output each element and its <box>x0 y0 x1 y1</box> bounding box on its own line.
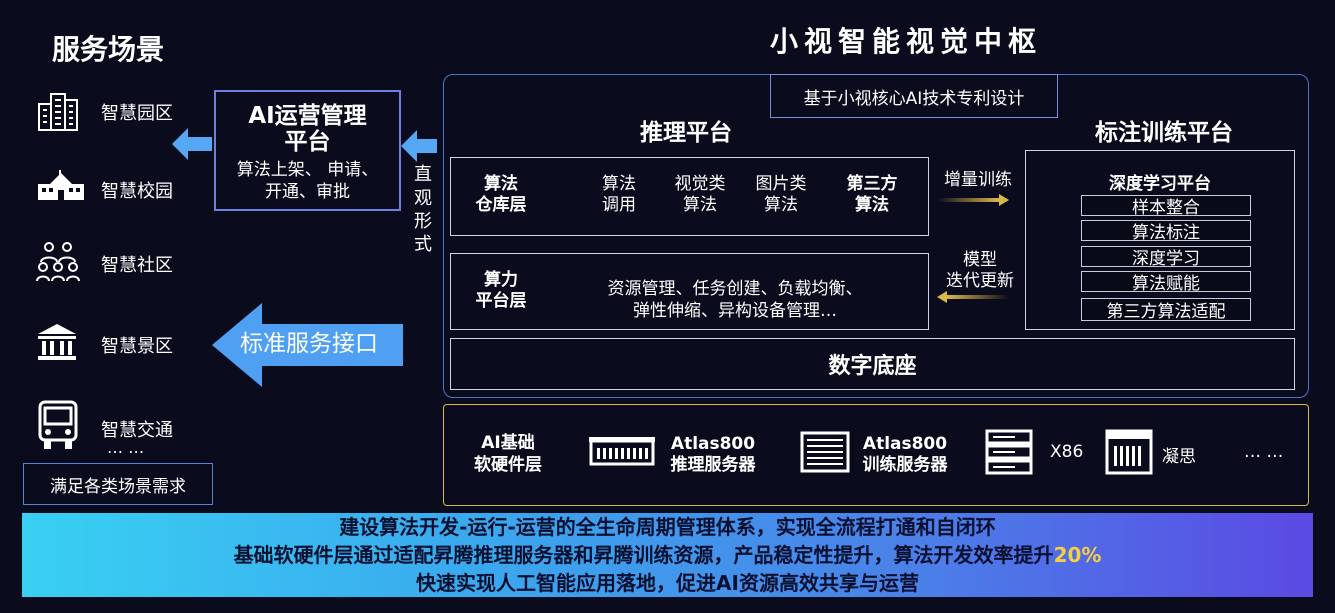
summary-banner <box>22 513 1313 597</box>
warehouse-item-image: 图片类 算法 <box>743 174 819 216</box>
arrow-left-gold-icon <box>937 291 1009 303</box>
vertical-char-2: 观 <box>414 188 432 209</box>
warehouse-item-line1: 图片类 <box>755 174 807 194</box>
ai-ops-platform-box: AI运营管理 平台 算法上架、 申请、 开通、审批 <box>214 90 401 211</box>
atlas-training-label: Atlas800 训练服务器 <box>856 434 954 476</box>
compute-label: 算力 平台层 <box>466 270 536 312</box>
arrow-right-gold-icon <box>937 194 1009 206</box>
ai-ops-desc-line2: 开通、审批 <box>265 182 350 202</box>
scene-label-park: 智慧园区 <box>101 103 173 124</box>
compute-label-line1: 算力 <box>484 270 518 290</box>
model-iteration-line1: 模型 <box>963 250 997 270</box>
warehouse-item-line2: 算法 <box>855 195 889 215</box>
deep-item-learning: 深度学习 <box>1081 246 1251 269</box>
model-iteration-line2: 迭代更新 <box>946 271 1014 291</box>
scene-ellipsis: … … <box>107 438 145 457</box>
deep-item-sample: 样本整合 <box>1081 195 1251 218</box>
warehouse-item-line1: 算法 <box>602 174 636 194</box>
compute-desc-line2: 弹性伸缩、异构设备管理… <box>633 301 837 321</box>
warehouse-label: 算法 仓库层 <box>466 174 536 216</box>
warehouse-item-line2: 算法 <box>683 195 717 215</box>
atlas-training-line2: 训练服务器 <box>862 455 948 475</box>
banner-line-1: 建设算法开发-运行-运营的全生命周期管理体系，实现全流程打通和自闭环 <box>339 515 996 539</box>
vertical-char-3: 形 <box>414 211 432 232</box>
scene-label-community: 智慧社区 <box>101 255 173 276</box>
atlas-inference-label: Atlas800 推理服务器 <box>664 434 762 476</box>
hardware-more: … … <box>1244 442 1284 462</box>
community-icon <box>36 242 80 282</box>
inference-server-icon <box>589 437 655 466</box>
incremental-training-label: 增量训练 <box>944 170 1012 190</box>
scene-label-scenic: 智慧景区 <box>101 336 173 357</box>
atlas-inference-line1: Atlas800 <box>670 434 756 454</box>
ningsi-server-icon <box>1105 429 1153 475</box>
banner-highlight: 20% <box>1053 543 1102 567</box>
compute-label-line2: 平台层 <box>475 291 527 311</box>
atlas-training-line1: Atlas800 <box>862 434 948 454</box>
model-iteration-label: 模型 迭代更新 <box>940 250 1020 292</box>
warehouse-item-line1: 第三方 <box>846 174 898 194</box>
hardware-layer-frame <box>443 404 1309 506</box>
deep-item-annotation: 算法标注 <box>1081 220 1251 243</box>
compute-desc: 资源管理、任务创建、负载均衡、 弹性伸缩、异构设备管理… <box>595 278 875 322</box>
deep-item-empower: 算法赋能 <box>1081 271 1251 294</box>
training-platform-title: 标注训练平台 <box>1095 120 1233 146</box>
deep-learning-title: 深度学习平台 <box>1109 174 1211 194</box>
compute-desc-line1: 资源管理、任务创建、负载均衡、 <box>607 279 863 299</box>
warehouse-item-third-party: 第三方 算法 <box>834 174 910 216</box>
hardware-label-line1: AI基础 <box>481 433 535 453</box>
arrow-left-to-ops-icon <box>401 130 437 162</box>
deep-learning-platform <box>1025 150 1295 330</box>
warehouse-item-line1: 视觉类 <box>674 174 726 194</box>
banner-line-2: 基础软硬件层通过适配昇腾推理服务器和昇腾训练资源，产品稳定性提升，算法开发效率提… <box>22 541 1313 569</box>
atlas-inference-line2: 推理服务器 <box>670 455 756 475</box>
ai-ops-desc-line1: 算法上架、 申请、 <box>236 160 379 180</box>
digital-base: 数字底座 <box>450 338 1295 390</box>
vertical-char-4: 式 <box>414 234 432 255</box>
scene-label-campus: 智慧校园 <box>101 181 173 202</box>
campus-icon <box>38 170 84 200</box>
algorithm-warehouse-layer <box>450 157 929 236</box>
hub-title: 小视智能视觉中枢 <box>770 25 1043 58</box>
inference-platform-title: 推理平台 <box>640 120 732 146</box>
ningsi-label: 凝思 <box>1162 447 1196 467</box>
compute-platform-layer <box>450 253 929 330</box>
standard-interface-label: 标准服务接口 <box>240 331 378 357</box>
x86-label: X86 <box>1050 442 1084 462</box>
services-title: 服务场景 <box>52 33 165 66</box>
standard-interface-arrow-icon <box>212 303 403 387</box>
scene-label-traffic: 智慧交通 <box>101 420 173 441</box>
ai-ops-title-line1: AI运营管理 <box>248 103 367 129</box>
banner-line-2-text: 基础软硬件层通过适配昇腾推理服务器和昇腾训练资源，产品稳定性提升，算法开发效率提… <box>233 543 1054 567</box>
hardware-label: AI基础 软硬件层 <box>468 432 548 476</box>
bus-icon <box>38 400 78 449</box>
warehouse-item-line2: 调用 <box>602 195 636 215</box>
patent-badge: 基于小视核心AI技术专利设计 <box>770 74 1058 118</box>
x86-server-icon <box>985 429 1033 475</box>
warehouse-label-line2: 仓库层 <box>475 195 527 215</box>
warehouse-item-call: 算法 调用 <box>583 174 655 216</box>
hardware-label-line2: 软硬件层 <box>474 455 542 475</box>
requirements-footer: 满足各类场景需求 <box>23 463 213 505</box>
deep-item-third-party: 第三方算法适配 <box>1081 298 1251 322</box>
warehouse-label-line1: 算法 <box>484 174 518 194</box>
arrow-left-to-scenes-icon <box>172 128 212 160</box>
park-icon <box>38 93 78 131</box>
vertical-char-1: 直 <box>414 164 432 185</box>
ai-ops-title-line2: 平台 <box>284 129 331 155</box>
warehouse-item-line2: 算法 <box>764 195 798 215</box>
banner-line-3: 快速实现人工智能应用落地，促进AI资源高效共享与运营 <box>416 571 919 595</box>
warehouse-item-vision: 视觉类 算法 <box>662 174 738 216</box>
training-server-icon <box>800 431 850 473</box>
scenic-icon <box>38 324 76 360</box>
